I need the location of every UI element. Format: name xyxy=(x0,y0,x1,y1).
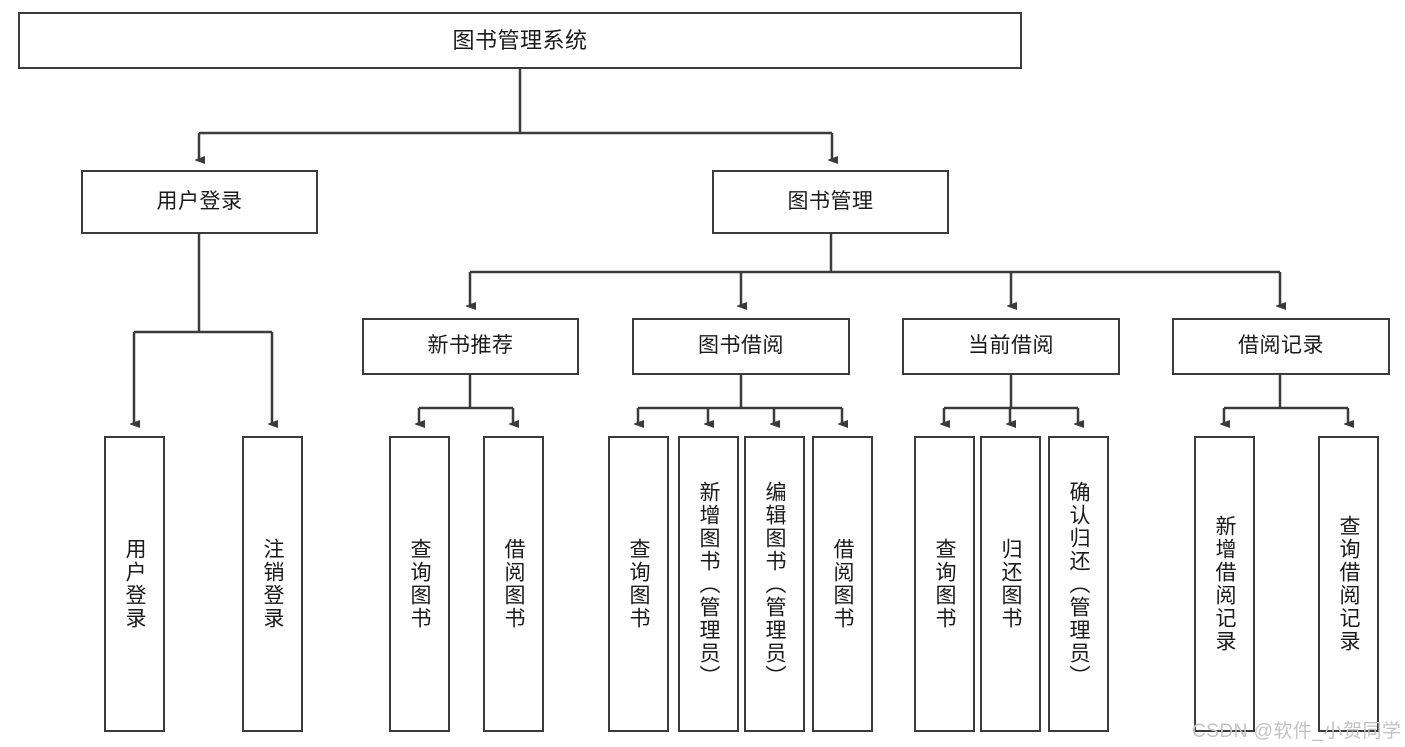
node-label: 借阅图书 xyxy=(502,538,526,630)
node-label: 用户登录 xyxy=(156,189,243,213)
node-label: 新增图书（管理员） xyxy=(697,480,721,688)
leaf-book-borrow-add-book-admin[interactable]: 新增图书（管理员） xyxy=(678,436,739,732)
node-label: 用户登录 xyxy=(123,538,147,630)
node-user-login[interactable]: 用户登录 xyxy=(81,170,318,234)
node-label: 归还图书 xyxy=(999,538,1023,630)
node-book-borrow[interactable]: 图书借阅 xyxy=(632,318,850,375)
node-label: 图书管理 xyxy=(787,189,874,213)
node-root-library-management-system[interactable]: 图书管理系统 xyxy=(18,12,1022,69)
node-borrow-record[interactable]: 借阅记录 xyxy=(1172,318,1390,375)
node-label: 查询图书 xyxy=(408,538,432,630)
node-label: 当前借阅 xyxy=(968,334,1054,358)
leaf-new-book-borrow-book[interactable]: 借阅图书 xyxy=(483,436,544,732)
leaf-borrow-record-add-record[interactable]: 新增借阅记录 xyxy=(1194,436,1255,732)
node-label: 编辑图书（管理员） xyxy=(763,480,787,688)
leaf-user-login-login[interactable]: 用户登录 xyxy=(104,436,165,732)
leaf-book-borrow-borrow-book[interactable]: 借阅图书 xyxy=(812,436,873,732)
node-new-book-recommend[interactable]: 新书推荐 xyxy=(362,318,579,375)
node-current-borrow[interactable]: 当前借阅 xyxy=(902,318,1120,375)
leaf-current-borrow-confirm-return-admin[interactable]: 确认归还（管理员） xyxy=(1048,436,1109,732)
node-label: 图书管理系统 xyxy=(452,27,588,53)
node-label: 确认归还（管理员） xyxy=(1067,480,1091,688)
node-label: 查询借阅记录 xyxy=(1337,515,1361,653)
leaf-book-borrow-query-book[interactable]: 查询图书 xyxy=(608,436,669,732)
node-label: 图书借阅 xyxy=(698,334,784,358)
watermark-text: CSDN @软件_小贺同学 xyxy=(1192,721,1402,742)
node-label: 借阅记录 xyxy=(1238,334,1324,358)
node-label: 查询图书 xyxy=(933,538,957,630)
leaf-user-login-logout[interactable]: 注销登录 xyxy=(242,436,303,732)
node-label: 注销登录 xyxy=(261,538,285,630)
node-label: 新书推荐 xyxy=(427,334,514,358)
node-book-management[interactable]: 图书管理 xyxy=(712,170,949,234)
leaf-new-book-query-book[interactable]: 查询图书 xyxy=(389,436,450,732)
leaf-current-borrow-return-book[interactable]: 归还图书 xyxy=(980,436,1041,732)
leaf-borrow-record-query-record[interactable]: 查询借阅记录 xyxy=(1318,436,1379,732)
node-label: 查询图书 xyxy=(627,538,651,630)
leaf-book-borrow-edit-book-admin[interactable]: 编辑图书（管理员） xyxy=(744,436,805,732)
node-label: 借阅图书 xyxy=(831,538,855,630)
leaf-current-borrow-query-book[interactable]: 查询图书 xyxy=(914,436,975,732)
node-label: 新增借阅记录 xyxy=(1213,515,1237,653)
